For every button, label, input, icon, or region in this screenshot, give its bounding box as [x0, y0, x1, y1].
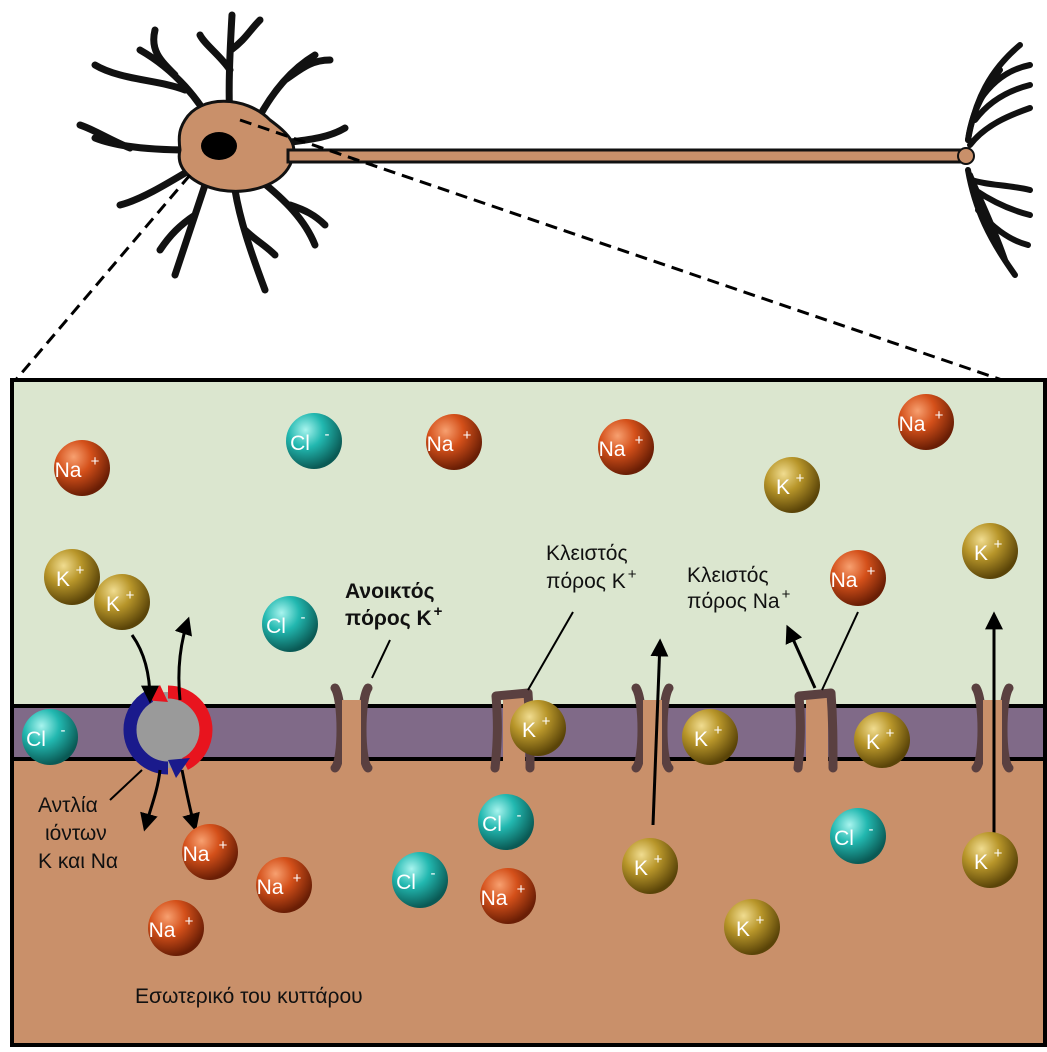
cl-ion-charge: -	[301, 609, 306, 626]
na-ion: Na +	[480, 868, 536, 924]
k-ion: K+	[94, 574, 150, 630]
k-ion: K+	[962, 523, 1018, 579]
closed-na-channel	[798, 693, 833, 768]
pump-label: Αντλία	[38, 794, 98, 817]
nucleus	[201, 132, 237, 160]
k-ion-symbol: K	[694, 728, 708, 751]
na-ion: Na +	[182, 824, 238, 880]
k-ion-charge: +	[756, 912, 765, 929]
na-ion-symbol: Na	[427, 433, 454, 456]
na-ion-charge: +	[463, 427, 472, 444]
na-ion-charge: +	[517, 881, 526, 898]
k-ion-symbol: K	[736, 918, 750, 941]
k-ion-symbol: K	[56, 568, 70, 591]
na-ion: Na +	[830, 550, 886, 606]
k-ion-symbol: K	[866, 731, 880, 754]
na-ion: Na +	[256, 857, 312, 913]
na-ion-symbol: Na	[599, 438, 626, 461]
cl-ion-charge: -	[325, 426, 330, 443]
k-ion-charge: +	[796, 470, 805, 487]
na-ion: Na +	[148, 900, 204, 956]
k-ion-charge: +	[126, 587, 135, 604]
cl-ion-charge: -	[431, 865, 436, 882]
k-ion-charge: +	[994, 845, 1003, 862]
k-ion-symbol: K	[974, 851, 988, 874]
na-ion-charge: +	[185, 913, 194, 930]
k-ion: K+	[724, 899, 780, 955]
na-ion-symbol: Na	[149, 919, 176, 942]
membrane-closeup: Ανοικτός πόρος K+ Κλειστός πόρος K+ Κλει…	[12, 380, 1045, 1045]
na-ion-symbol: Na	[481, 887, 508, 910]
closed-na-channel-label: πόρος Na+	[687, 586, 791, 613]
k-ion: K+	[622, 838, 678, 894]
axon-terminals	[968, 45, 1030, 275]
cl-ion-symbol: Cl	[834, 827, 854, 850]
cl-ion-symbol: Cl	[26, 728, 46, 751]
k-ion-symbol: K	[634, 857, 648, 880]
k-ion: K+	[764, 457, 820, 513]
na-ion: Na +	[54, 440, 110, 496]
na-ion-symbol: Na	[55, 459, 82, 482]
k-ion-symbol: K	[974, 542, 988, 565]
k-ion-charge: +	[994, 536, 1003, 553]
k-ion: K+	[854, 712, 910, 768]
k-ion: K+	[682, 709, 738, 765]
cl-ion-symbol: Cl	[482, 813, 502, 836]
k-ion-charge: +	[542, 713, 551, 730]
cl-ion: Cl-	[478, 794, 534, 850]
cl-ion-charge: -	[61, 722, 66, 739]
na-ion-symbol: Na	[899, 413, 926, 436]
na-ion-charge: +	[935, 407, 944, 424]
k-ion: K+	[962, 832, 1018, 888]
neuron	[80, 15, 1030, 290]
k-ion-charge: +	[76, 562, 85, 579]
k-ion-symbol: K	[522, 719, 536, 742]
cl-ion-symbol: Cl	[396, 871, 416, 894]
cl-ion: Cl-	[830, 808, 886, 864]
na-ion: Na +	[898, 394, 954, 450]
open-k-channel-label: πόρος K+	[345, 603, 443, 630]
na-ion-charge: +	[293, 870, 302, 887]
extracellular-region	[12, 380, 1045, 705]
cl-ion: Cl-	[262, 596, 318, 652]
axon-hillock	[958, 148, 974, 164]
closed-k-channel-label: πόρος K+	[546, 566, 637, 593]
cl-ion: Cl-	[286, 413, 342, 469]
na-ion-charge: +	[219, 837, 228, 854]
na-ion-charge: +	[635, 432, 644, 449]
pump-label: ιόντων	[45, 822, 107, 845]
k-ion-symbol: K	[776, 476, 790, 499]
k-ion-charge: +	[714, 722, 723, 739]
cl-ion-charge: -	[869, 821, 874, 838]
pump-label: K και Να	[38, 850, 118, 873]
k-ion-charge: +	[654, 851, 663, 868]
cl-ion-symbol: Cl	[266, 615, 286, 638]
closed-k-channel-label: Κλειστός	[546, 542, 628, 565]
na-ion: Na +	[426, 414, 482, 470]
na-ion-symbol: Na	[831, 569, 858, 592]
cl-ion-charge: -	[517, 807, 522, 824]
k-ion: K+	[510, 700, 566, 756]
na-ion: Na +	[598, 419, 654, 475]
k-ion-symbol: K	[106, 593, 120, 616]
closed-na-channel-label: Κλειστός	[687, 564, 769, 587]
k-ion-charge: +	[886, 725, 895, 742]
interior-label: Εσωτερικό του κυττάρου	[135, 985, 363, 1008]
cl-ion: Cl-	[22, 709, 78, 765]
na-ion-charge: +	[91, 453, 100, 470]
na-k-pump	[130, 685, 206, 778]
cl-ion-symbol: Cl	[290, 432, 310, 455]
cl-ion: Cl-	[392, 852, 448, 908]
axon	[288, 150, 965, 162]
na-ion-symbol: Na	[183, 843, 210, 866]
na-ion-charge: +	[867, 563, 876, 580]
na-ion-symbol: Na	[257, 876, 284, 899]
k-ion: K+	[44, 549, 100, 605]
open-k-channel-label: Ανοικτός	[345, 580, 435, 603]
